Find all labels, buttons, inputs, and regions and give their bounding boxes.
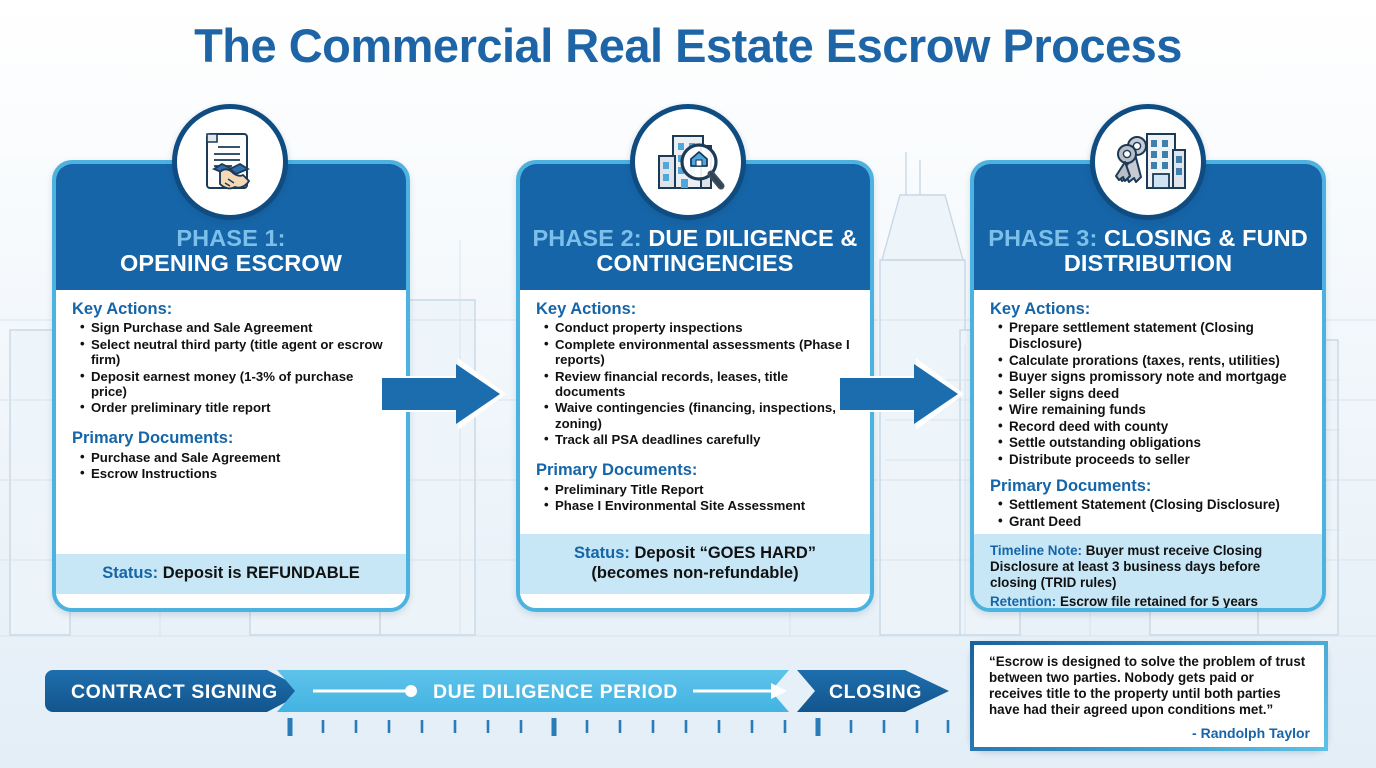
list-item: Escrow Instructions [80, 465, 392, 482]
list-item: Buyer signs promissory note and mortgage [998, 368, 1308, 385]
list-item: Wire remaining funds [998, 401, 1308, 418]
phase-1-documents-list: Purchase and Sale Agreement Escrow Instr… [72, 449, 392, 482]
timeline-segment-closing[interactable]: CLOSING [797, 670, 949, 712]
list-item: Calculate prorations (taxes, rents, util… [998, 352, 1308, 369]
phase-3-note-label: Timeline Note: [990, 543, 1083, 559]
list-item: Review financial records, leases, title … [544, 368, 856, 400]
phase-3-note-badge: Timeline Note: Buyer must receive Closin… [974, 534, 1322, 610]
phase-2-icon-circle [630, 104, 746, 220]
document-handshake-icon [206, 133, 250, 190]
phase-1-status-badge: Status: Deposit is REFUNDABLE [56, 553, 406, 594]
page-title: The Commercial Real Estate Escrow Proces… [194, 19, 1182, 72]
list-item: Order preliminary title report [80, 399, 392, 416]
phase-2-actions-list: Conduct property inspections Complete en… [536, 319, 856, 448]
phase-2-tag: PHASE 2: [532, 225, 642, 251]
phase-3-body: Key Actions: Prepare settlement statemen… [974, 290, 1322, 534]
phase-3-name: CLOSING & FUND DISTRIBUTION [1063, 225, 1308, 276]
list-item: Preliminary Title Report [544, 481, 856, 498]
quote-text: “Escrow is designed to solve the problem… [989, 654, 1306, 718]
phase-3-tag: PHASE 3: [988, 225, 1098, 251]
list-item: Settle outstanding obligations [998, 434, 1308, 451]
phase-1-documents-heading: Primary Documents: [72, 429, 234, 448]
list-item: Prepare settlement statement (Closing Di… [998, 319, 1308, 352]
timeline-segment-contract-signing[interactable]: CONTRACT SIGNING [45, 670, 307, 712]
phase-1-status-label: Status: [102, 563, 159, 582]
timeline-label-closing: CLOSING [829, 681, 922, 703]
phase-1-actions-heading: Key Actions: [72, 299, 173, 318]
list-item: Phase I Environmental Site Assessment [544, 497, 856, 514]
timeline-label-due-diligence: DUE DILIGENCE PERIOD [433, 681, 678, 703]
phase-3-retention-value: Escrow file retained for 5 years [1059, 594, 1258, 610]
list-item: Select neutral third party (title agent … [80, 336, 392, 368]
list-item: Settlement Statement (Closing Disclosure… [998, 496, 1308, 513]
phase-card-1[interactable]: PHASE 1: OPENING ESCROW Key Actions: Sig… [52, 160, 410, 612]
phase-3-actions-list: Prepare settlement statement (Closing Di… [990, 319, 1308, 468]
timeline-label-contract-signing: CONTRACT SIGNING [71, 681, 278, 703]
building-magnifier-icon [658, 135, 725, 190]
phase-1-status-value: Deposit is REFUNDABLE [162, 563, 360, 582]
timeline-ticks [287, 718, 950, 736]
phase-card-3[interactable]: PHASE 3: CLOSING & FUND DISTRIBUTION Key… [970, 160, 1326, 612]
phase-3-retention-line: Retention: Escrow file retained for 5 ye… [990, 594, 1308, 610]
phase-2-documents-list: Preliminary Title Report Phase I Environ… [536, 481, 856, 514]
phase-2-actions-heading: Key Actions: [536, 299, 637, 318]
phase-3-documents-list: Settlement Statement (Closing Disclosure… [990, 496, 1308, 530]
phase-3-documents-heading: Primary Documents: [990, 476, 1152, 495]
list-item: Distribute proceeds to seller [998, 451, 1308, 468]
quote-box: “Escrow is designed to solve the problem… [970, 641, 1328, 751]
phase-1-tag: PHASE 1: [176, 225, 286, 251]
phase-2-documents-heading: Primary Documents: [536, 461, 698, 480]
list-item: Sign Purchase and Sale Agreement [80, 319, 392, 336]
phase-1-body: Key Actions: Sign Purchase and Sale Agre… [56, 290, 406, 554]
phase-2-status-value-line2: (becomes non-refundable) [591, 563, 799, 582]
connector-arrow-1 [378, 358, 506, 430]
timeline-segment-due-diligence[interactable]: DUE DILIGENCE PERIOD [277, 670, 789, 712]
list-item: Complete environmental assessments (Phas… [544, 336, 856, 368]
connector-arrow-2 [836, 358, 964, 430]
list-item: Purchase and Sale Agreement [80, 449, 392, 466]
phase-1-name: OPENING ESCROW [119, 249, 343, 276]
phase-2-status-label: Status: [573, 544, 630, 563]
list-item: Waive contingencies (financing, inspecti… [544, 399, 856, 431]
phase-3-retention-label: Retention: [990, 594, 1057, 610]
list-item: Deposit earnest money (1-3% of purchase … [80, 368, 392, 400]
list-item: Record deed with county [998, 418, 1308, 435]
keys-building-icon [1115, 133, 1186, 189]
timeline-bar[interactable]: CONTRACT SIGNING DUE DILIGENCE PERIOD CL… [45, 660, 955, 722]
phase-2-status-value: Deposit “GOES HARD” [634, 544, 817, 563]
phase-2-body: Key Actions: Conduct property inspection… [520, 290, 870, 534]
list-item: Track all PSA deadlines carefully [544, 431, 856, 448]
phase-1-actions-list: Sign Purchase and Sale Agreement Select … [72, 319, 392, 416]
list-item: Seller signs deed [998, 385, 1308, 402]
phase-1-icon-circle [172, 104, 288, 220]
list-item: Conduct property inspections [544, 319, 856, 336]
quote-author: - Randolph Taylor [1192, 725, 1310, 741]
phase-3-actions-heading: Key Actions: [990, 299, 1091, 318]
phase-3-icon-circle [1090, 104, 1206, 220]
phase-2-status-badge: Status: Deposit “GOES HARD” (becomes non… [520, 534, 870, 594]
list-item: Grant Deed [998, 513, 1308, 530]
phase-card-2[interactable]: PHASE 2: DUE DILIGENCE & CONTINGENCIES K… [516, 160, 874, 612]
